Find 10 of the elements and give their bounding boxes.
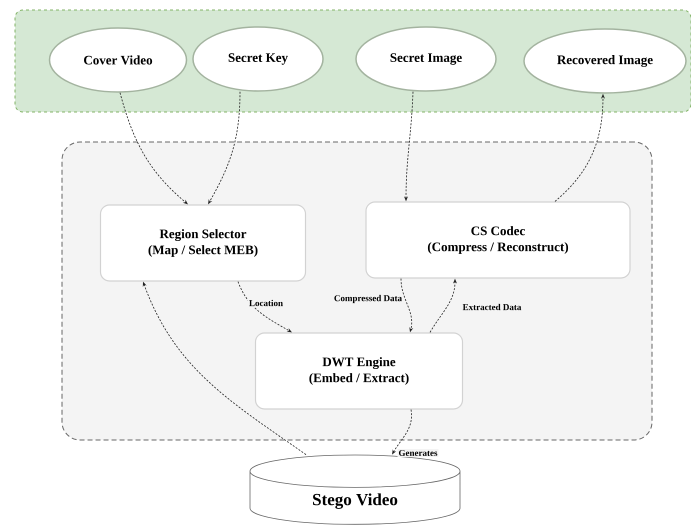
ellipse-node: Cover Video bbox=[48, 27, 188, 93]
ellipse-node: Recovered Image bbox=[523, 28, 687, 94]
arrow bbox=[120, 92, 188, 204]
edge-label: Generates bbox=[398, 448, 438, 457]
process-box: CS Codec (Compress / Reconstruct) bbox=[365, 201, 631, 279]
ellipse-node: Secret Key bbox=[192, 26, 324, 92]
database-cylinder: Stego Video bbox=[250, 454, 460, 525]
process-box: DWT Engine (Embed / Extract) bbox=[254, 332, 464, 410]
process-box: Region Selector (Map / Select MEB) bbox=[100, 204, 306, 282]
ellipse-node: Secret Image bbox=[355, 26, 497, 92]
